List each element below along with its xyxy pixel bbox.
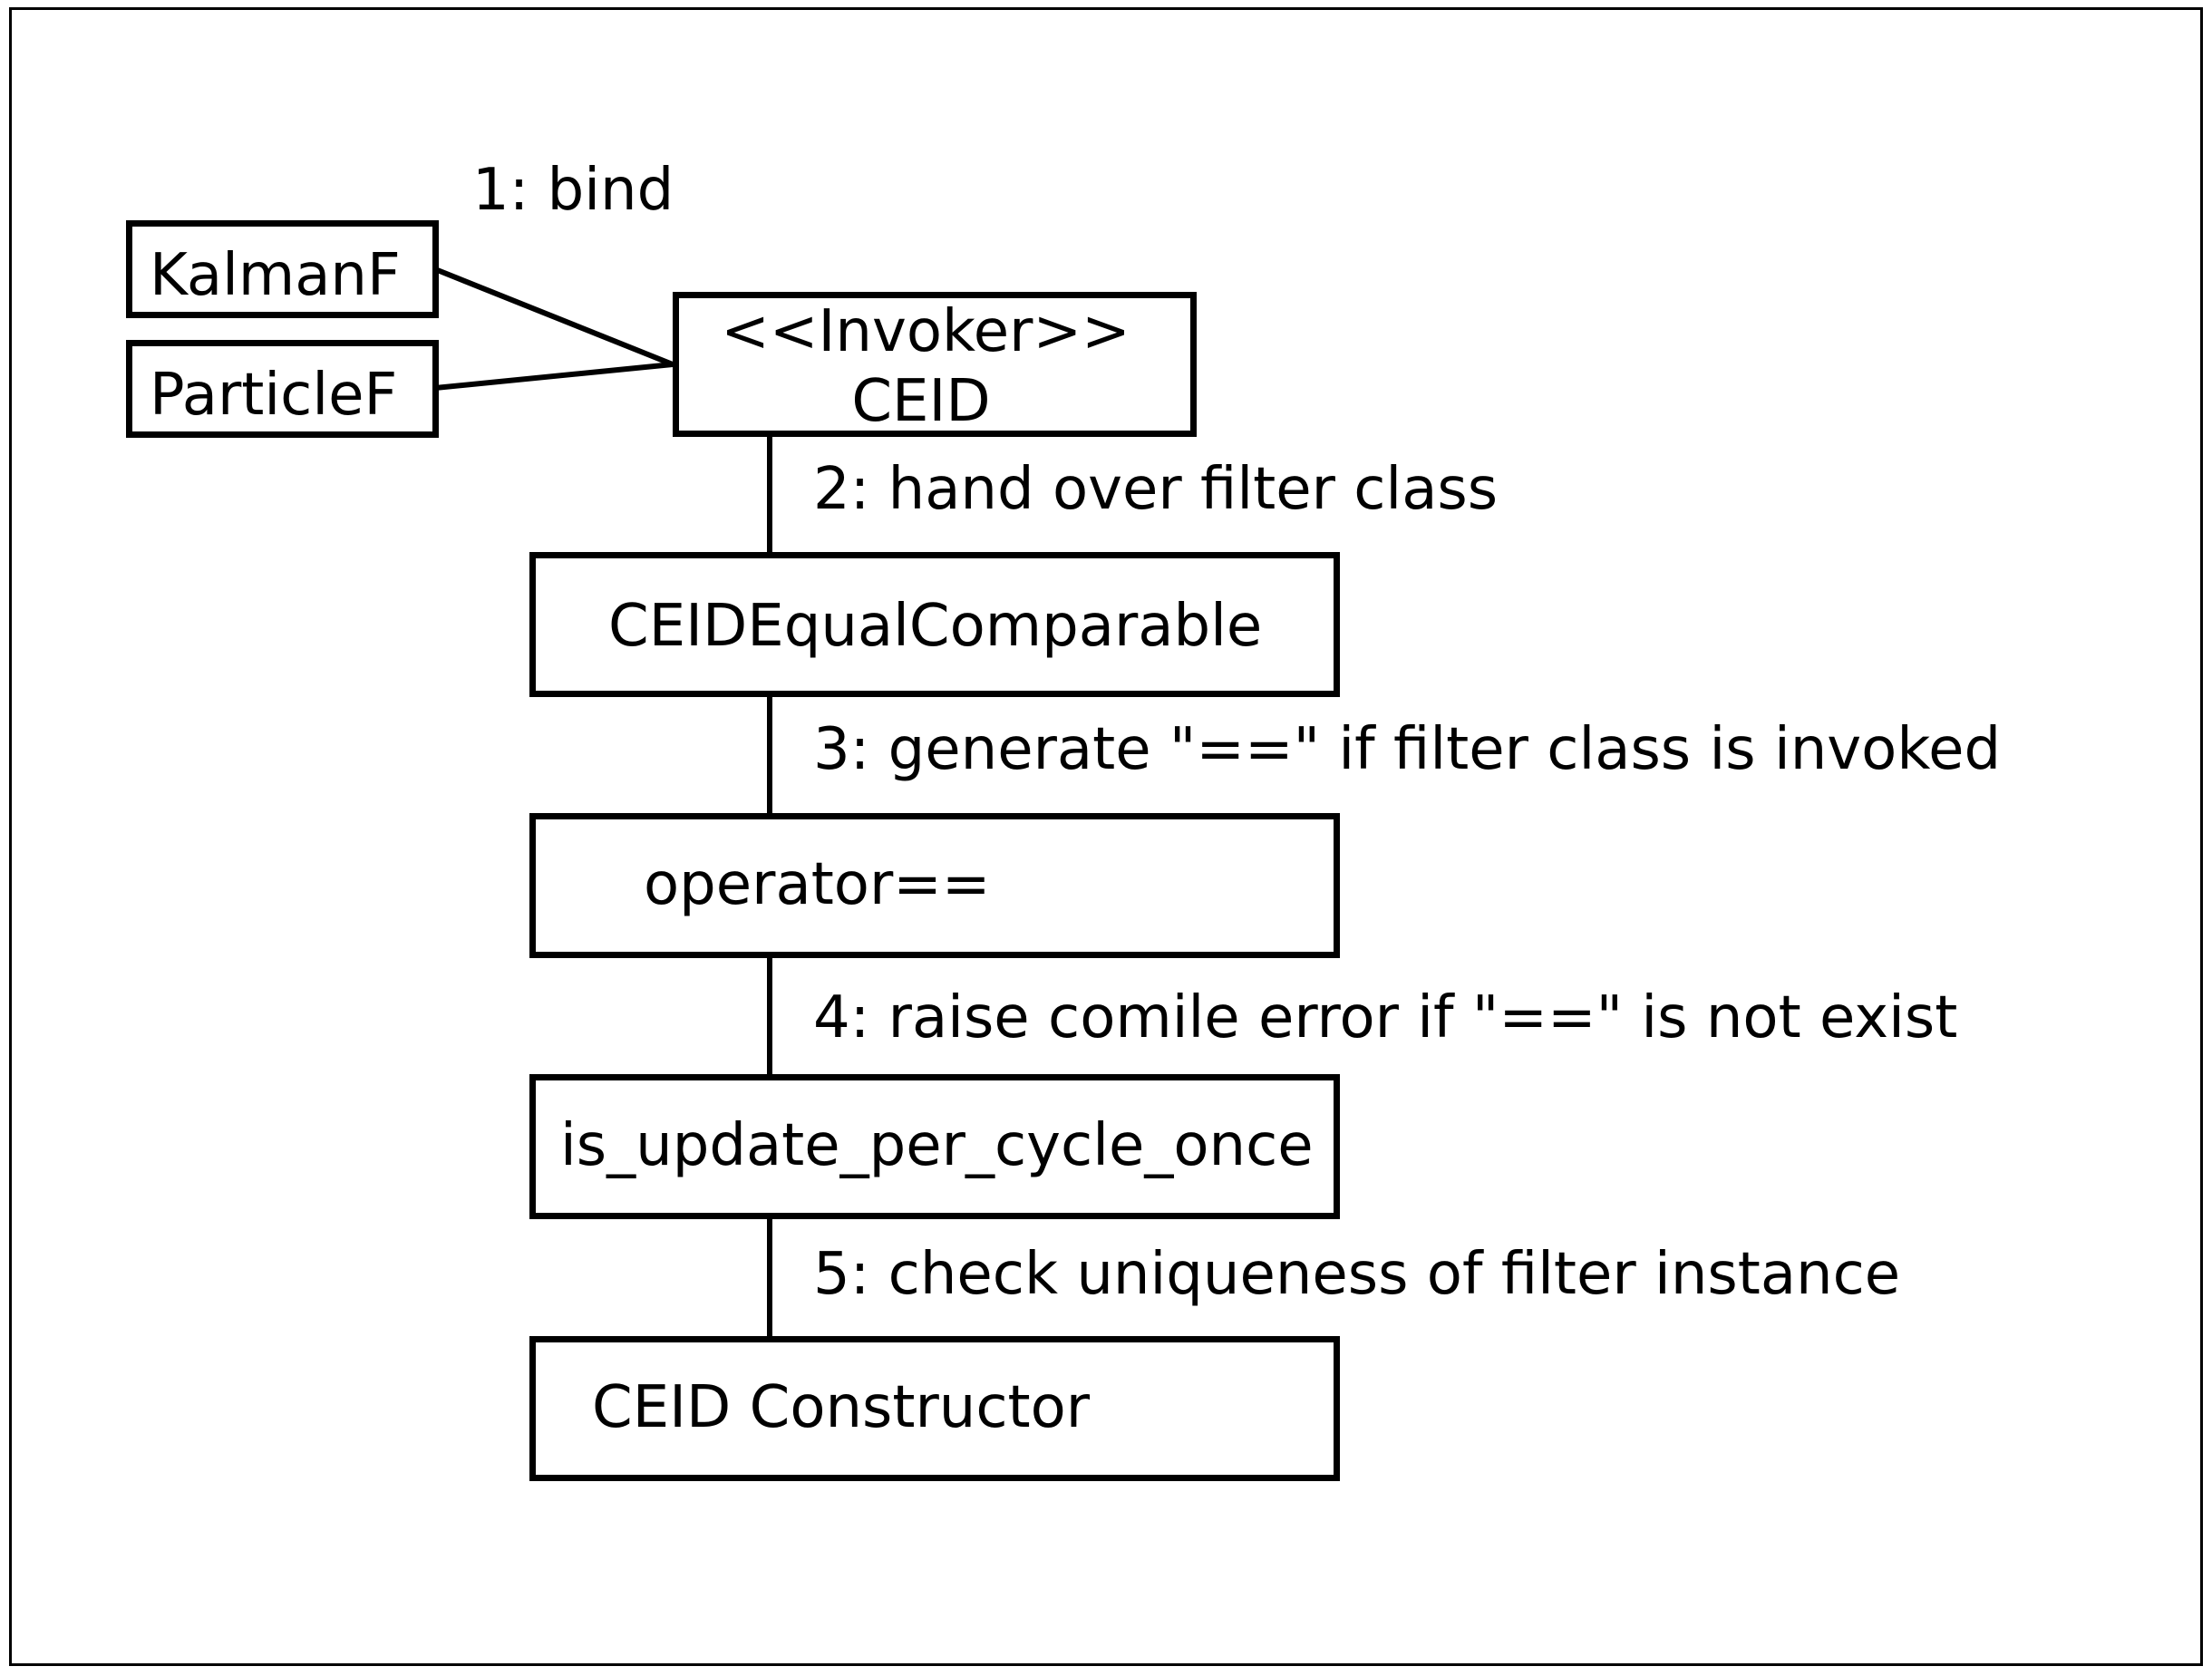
class-label-operator-eq: operator==	[644, 851, 991, 918]
class-box-ceid-equal-comparable: CEIDEqualComparable	[529, 552, 1340, 697]
message-generate-eq: 3: generate "==" if filter class is invo…	[813, 716, 2002, 783]
class-label-particlef: ParticleF	[150, 362, 398, 429]
class-label-ceid: CEID	[851, 368, 991, 435]
class-label-ceid-equal-comparable: CEIDEqualComparable	[608, 593, 1263, 660]
message-check-uniqueness: 5: check uniqueness of filter instance	[813, 1241, 1901, 1308]
class-label-is-update-per-cycle-once: is_update_per_cycle_once	[560, 1112, 1314, 1179]
class-box-is-update-per-cycle-once: is_update_per_cycle_once	[529, 1074, 1340, 1219]
link-particle-ceid	[434, 362, 674, 391]
class-box-ceid: <<Invoker>> CEID	[673, 292, 1197, 437]
message-bind: 1: bind	[472, 157, 674, 224]
class-box-particlef: ParticleF	[126, 340, 439, 438]
class-label-kalmanf: KalmanF	[150, 242, 401, 309]
class-box-kalmanf: KalmanF	[126, 220, 439, 318]
class-box-ceid-constructor: CEID Constructor	[529, 1336, 1340, 1481]
link-kalman-ceid	[433, 266, 674, 367]
class-stereotype-invoker: <<Invoker>>	[721, 298, 1130, 365]
class-box-operator-eq: operator==	[529, 813, 1340, 958]
diagram-frame	[9, 7, 2203, 1666]
class-label-ceid-constructor: CEID Constructor	[592, 1374, 1091, 1441]
message-raise-error: 4: raise comile error if "==" is not exi…	[813, 984, 1958, 1051]
message-hand-over: 2: hand over filter class	[813, 456, 1499, 523]
